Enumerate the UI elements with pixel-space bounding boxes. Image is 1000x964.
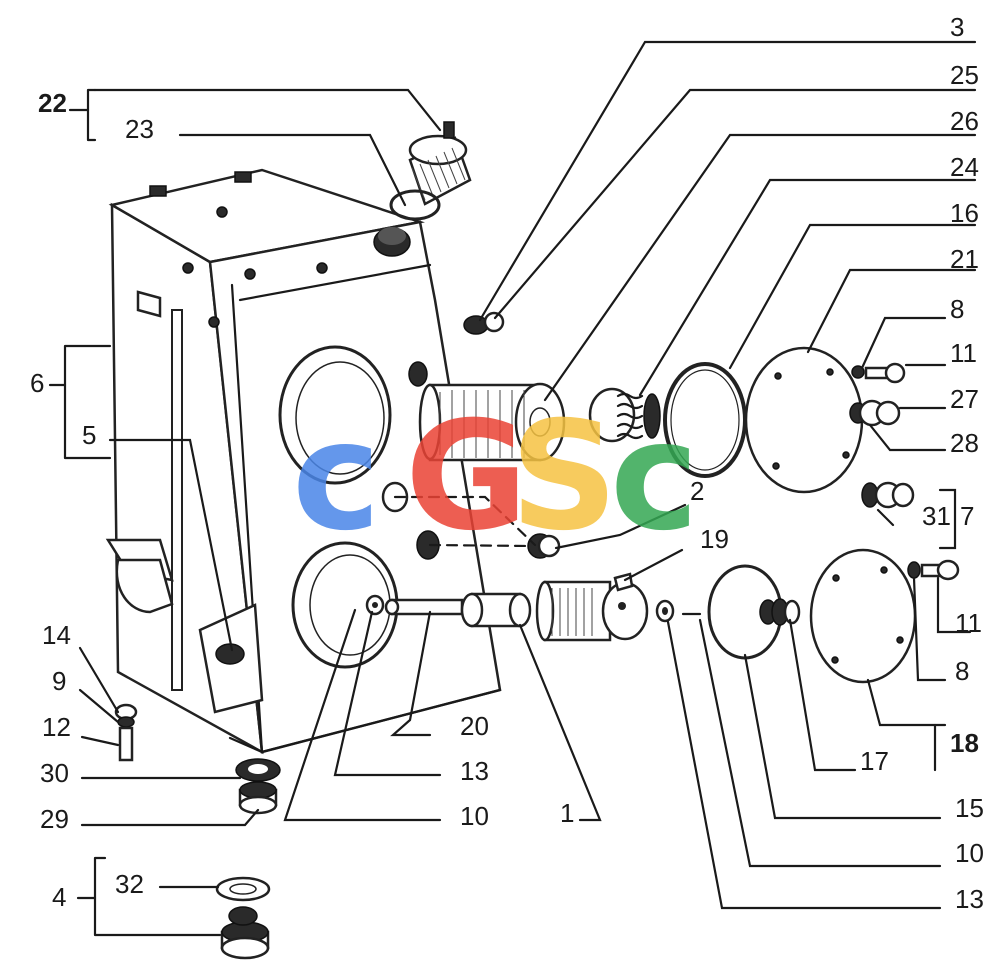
fuel-pump bbox=[535, 572, 649, 642]
watermark: c G S c bbox=[292, 390, 699, 564]
callout-26: 26 bbox=[950, 106, 979, 136]
callout-28: 28 bbox=[950, 428, 979, 458]
banjo-fitting bbox=[527, 533, 561, 559]
callout-15: 15 bbox=[955, 793, 984, 823]
cover-gasket-upper-inner bbox=[670, 369, 740, 471]
callout-1: 1 bbox=[560, 798, 574, 828]
callout-27: 27 bbox=[950, 384, 979, 414]
callout-25: 25 bbox=[950, 60, 979, 90]
pickup-tube bbox=[365, 592, 532, 628]
leader-lines bbox=[48, 40, 977, 937]
watermark-letter-4: c bbox=[610, 390, 699, 564]
drain-plug bbox=[235, 758, 281, 815]
callout-20: 20 bbox=[460, 711, 489, 741]
callout-6: 6 bbox=[30, 368, 44, 398]
callout-30: 30 bbox=[40, 758, 69, 788]
callout-23: 23 bbox=[125, 114, 154, 144]
callout-24: 24 bbox=[950, 152, 979, 182]
callout-5: 5 bbox=[82, 420, 96, 450]
watermark-letter-3: S bbox=[510, 390, 618, 564]
callout-3: 3 bbox=[950, 12, 964, 42]
callout-10-right: 10 bbox=[955, 838, 984, 868]
screw-set-lower bbox=[907, 559, 960, 581]
callout-21: 21 bbox=[950, 244, 979, 274]
callout-12: 12 bbox=[42, 712, 71, 742]
assembly-line-2 bbox=[393, 495, 537, 547]
callout-13-left: 13 bbox=[460, 756, 489, 786]
callout-labels: 3 25 26 24 16 21 8 11 27 28 2 31 7 19 11… bbox=[30, 12, 984, 914]
callout-14: 14 bbox=[42, 620, 71, 650]
filter-cartridge bbox=[418, 382, 566, 462]
callout-16: 16 bbox=[950, 198, 979, 228]
spring-lower bbox=[759, 598, 801, 626]
cover-plate-upper bbox=[744, 346, 864, 494]
callout-22: 22 bbox=[38, 88, 67, 118]
callout-19: 19 bbox=[700, 524, 729, 554]
callout-32: 32 bbox=[115, 869, 144, 899]
callout-8-lower: 8 bbox=[955, 656, 969, 686]
cover-plate-lower bbox=[809, 548, 917, 684]
callout-10-left: 10 bbox=[460, 801, 489, 831]
watermark-letter-2: G bbox=[405, 390, 528, 564]
callout-11-upper: 11 bbox=[950, 338, 977, 368]
callout-31: 31 bbox=[922, 501, 951, 531]
callout-18: 18 bbox=[950, 728, 979, 758]
callout-17: 17 bbox=[860, 746, 889, 776]
filler-gasket bbox=[389, 189, 441, 221]
callout-29: 29 bbox=[40, 804, 69, 834]
mount-bolt bbox=[114, 703, 138, 762]
callout-4: 4 bbox=[52, 882, 66, 912]
callout-11-lower: 11 bbox=[955, 608, 982, 638]
callout-13-right: 13 bbox=[955, 884, 984, 914]
spring-assembly bbox=[588, 387, 661, 443]
screw-set-upper bbox=[849, 362, 906, 427]
callout-8-upper: 8 bbox=[950, 294, 964, 324]
watermark-letter-1: c bbox=[292, 390, 381, 564]
callout-7: 7 bbox=[960, 501, 974, 531]
callout-9: 9 bbox=[52, 666, 66, 696]
callout-2: 2 bbox=[690, 476, 704, 506]
plug-assembly-4 bbox=[215, 876, 271, 960]
vent-valve bbox=[463, 311, 505, 335]
filler-cap bbox=[408, 121, 472, 206]
fitting-31 bbox=[861, 481, 915, 509]
assembly-line-2b bbox=[428, 543, 532, 548]
